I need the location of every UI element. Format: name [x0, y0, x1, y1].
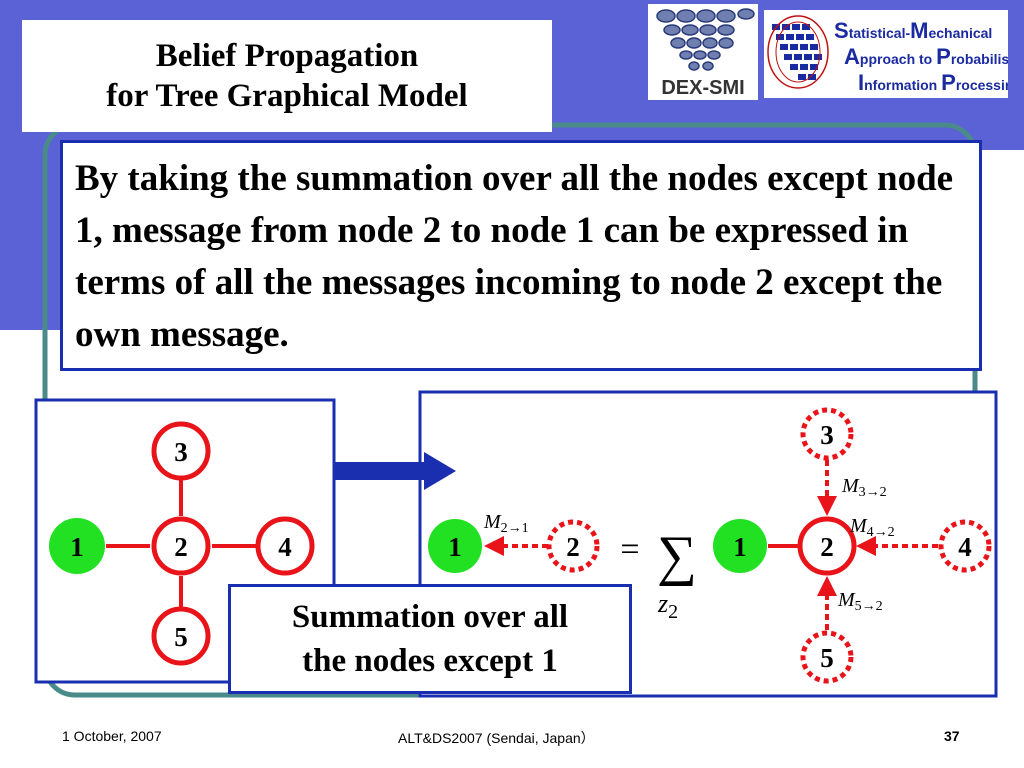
rhs-node-5	[800, 630, 854, 684]
tree-node-3-label: 3	[174, 437, 188, 467]
tree-node-4	[255, 516, 315, 576]
lhs-node-2-label: 2	[566, 532, 580, 562]
tree-node-3	[151, 421, 211, 481]
tree-node-5-label: 5	[174, 622, 188, 652]
smapip-line-3: Information Processing	[858, 70, 1008, 95]
tree-node-1-label: 1	[70, 532, 84, 562]
rhs-node-2-label: 2	[820, 532, 834, 562]
smapip-logo: Statistical-Mechanical Approach to Proba…	[764, 10, 1024, 98]
summation-line-2: the nodes except 1	[302, 643, 558, 679]
msg-5-2-label: M5→2	[837, 589, 883, 614]
smapip-logo-graphic: Statistical-Mechanical Approach to Proba…	[767, 15, 1024, 95]
msg-4-2-label: M4→2	[849, 515, 895, 540]
footer-date: 1 October, 2007	[62, 728, 162, 744]
summation-line-1: Summation over all	[291, 599, 569, 635]
lhs-node-2	[546, 519, 600, 573]
rhs-node-2	[797, 516, 857, 576]
tree-node-2	[151, 516, 211, 576]
lhs-node-1-label: 1	[448, 532, 462, 562]
rhs-node-4	[938, 519, 992, 573]
dex-smi-logo-graphic: DEX-SMI	[656, 8, 755, 99]
rhs-node-4-label: 4	[958, 532, 972, 562]
left-tree-nodes: 1 2 3 4 5	[49, 421, 315, 666]
blue-arrow-shaft	[334, 462, 426, 480]
rhs-node-1-label: 1	[733, 532, 747, 562]
equals-sign: =	[620, 531, 639, 568]
tree-node-4-label: 4	[278, 532, 292, 562]
left-band	[0, 150, 60, 330]
tree-node-5	[151, 606, 211, 666]
dex-smi-logo: DEX-SMI	[648, 4, 758, 100]
msg-2-1-label: M2→1	[483, 511, 529, 536]
page-number: 37	[944, 728, 960, 744]
tree-node-2-label: 2	[174, 532, 188, 562]
rhs-node-1	[713, 519, 767, 573]
rhs-node-5-label: 5	[820, 643, 834, 673]
smapip-line-2: Approach to Probabilistic	[844, 44, 1008, 69]
main-text-box: By taking the summation over all the nod…	[60, 140, 982, 371]
title-line-2: for Tree Graphical Model	[106, 78, 468, 114]
sum-variable: z2	[657, 589, 678, 623]
rhs-node-3-label: 3	[820, 420, 834, 450]
dex-smi-logo-text: DEX-SMI	[661, 77, 744, 99]
blue-arrow-head	[424, 452, 456, 490]
sigma-symbol: ∑	[657, 525, 697, 587]
rhs-graph: 1 2 3 4 5 M3→2 M4→2 M5→2	[713, 407, 992, 684]
lhs-node-1	[428, 519, 482, 573]
rhs-node-3	[800, 407, 854, 461]
left-tree-edges	[106, 479, 256, 608]
main-text: By taking the summation over all the nod…	[75, 158, 954, 355]
msg-3-2-label: M3→2	[841, 475, 887, 500]
footer-conference: ALT&DS2007 (Sendai, Japan）	[398, 730, 595, 746]
smapip-line-1: Statistical-Mechanical	[834, 18, 992, 43]
title-line-1: Belief Propagation	[155, 38, 419, 74]
lhs-equation: 1 2 M2→1 = ∑ z2	[428, 511, 697, 623]
tree-node-1	[49, 518, 105, 574]
slide-title: Belief Propagation for Tree Graphical Mo…	[22, 20, 552, 132]
summation-callout: Summation over all the nodes except 1	[228, 584, 632, 694]
